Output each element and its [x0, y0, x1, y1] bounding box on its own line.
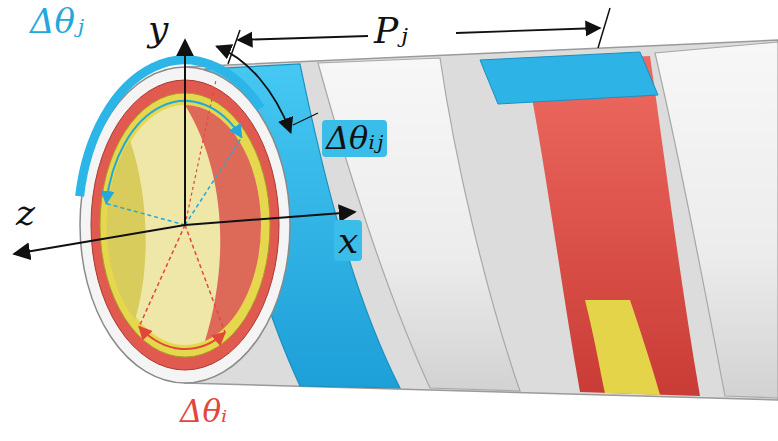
angle-label: Δθᵢ	[176, 394, 231, 430]
dimension-label: Pⱼ	[374, 10, 408, 51]
angle-label: Δθᵢⱼ	[322, 120, 387, 157]
axis-label: y	[148, 8, 168, 49]
axis-label: z	[16, 192, 35, 233]
angle-label: Δθⱼ	[30, 2, 84, 41]
axis-label: x	[334, 220, 362, 261]
